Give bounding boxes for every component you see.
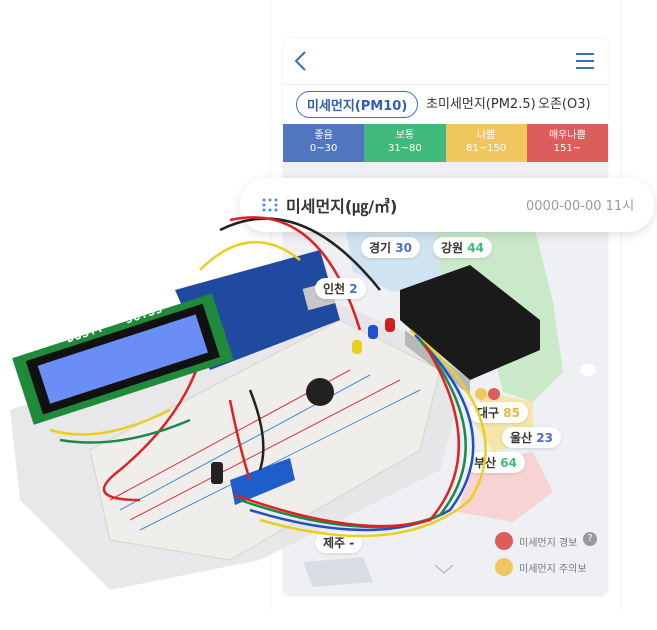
region-value: 2 [349, 282, 358, 296]
dots-icon [262, 198, 278, 212]
datetime: 0000-00-00 11시 [526, 199, 635, 214]
region-value: 44 [467, 241, 484, 255]
dust-sensor-case [400, 265, 540, 380]
level-good: 좋음 0~30 [283, 124, 365, 162]
region-name: 경기 [369, 241, 392, 255]
region-gyeonggi[interactable]: 경기 30 [361, 237, 420, 258]
level-label: 보통 [395, 130, 415, 141]
level-very-bad: 매우나쁨 151~ [526, 124, 608, 162]
tab-ozone[interactable]: 오존(O3) [538, 97, 591, 112]
region-incheon[interactable]: 인천 2 [315, 278, 366, 299]
level-range: 81~150 [466, 143, 507, 154]
lcd-module [12, 293, 234, 425]
region-jeju[interactable]: 제주 - [315, 532, 363, 553]
region-value: 23 [536, 431, 553, 445]
buzzer [306, 378, 334, 406]
region-name: 대구 [477, 406, 500, 420]
level-label: 매우나쁨 [548, 130, 586, 141]
region-name: 강원 [441, 241, 464, 255]
map-header-card: 미세먼지(㎍/㎥) 0000-00-00 11시 [240, 178, 654, 232]
capacitor [211, 462, 223, 484]
region-gangwon[interactable]: 강원 44 [433, 237, 492, 258]
legend-label: 미세먼지 주의보 [519, 563, 587, 575]
level-scale: 좋음 0~30 보통 31~80 나쁨 81~150 매우나쁨 151~ [283, 124, 608, 162]
bell-icon [495, 532, 513, 550]
tab-pm10[interactable]: 미세먼지(PM10) [296, 91, 419, 118]
led [368, 325, 378, 339]
region-name: 인천 [323, 282, 346, 296]
region-busan[interactable]: 부산 64 [466, 452, 525, 473]
region-name: 울산 [510, 431, 533, 445]
bell-icon [495, 558, 513, 576]
region-value: - [349, 536, 355, 550]
jumper-wires [49, 216, 487, 538]
level-range: 0~30 [309, 143, 338, 154]
top-bar [283, 38, 608, 84]
level-bad: 나쁨 81~150 [445, 124, 527, 162]
level-label: 나쁨 [476, 130, 496, 141]
region-value: 85 [503, 406, 520, 420]
level-label: 좋음 [314, 130, 333, 141]
chevron-down-icon[interactable] [433, 563, 455, 575]
legend-warning: 미세먼지 경보 [495, 532, 577, 550]
region-value: 64 [500, 456, 517, 470]
bell-icon [475, 388, 487, 400]
region-daegu[interactable]: 대구 85 [469, 402, 528, 423]
bell-icon [488, 388, 500, 400]
terminal-block [230, 458, 295, 505]
level-range: 31~80 [387, 143, 422, 154]
tab-pm25[interactable]: 초미세먼지(PM2.5) [426, 97, 536, 112]
back-icon[interactable] [293, 50, 309, 72]
help-icon[interactable]: ? [583, 532, 597, 546]
map-title: 미세먼지(㎍/㎥) [286, 197, 398, 216]
menu-icon[interactable] [575, 52, 595, 70]
legend-advisory: 미세먼지 주의보 [495, 558, 587, 576]
led [352, 340, 362, 354]
region-ulsan[interactable]: 울산 23 [502, 427, 561, 448]
legend-label: 미세먼지 경보 [519, 537, 578, 549]
region-value: 30 [395, 241, 412, 255]
level-range: 151~ [553, 143, 582, 154]
level-normal: 보통 31~80 [364, 124, 446, 162]
pollutant-tabs: 미세먼지(PM10) 초미세먼지(PM2.5) 오존(O3) [283, 84, 608, 124]
region-name: 제주 [323, 536, 346, 550]
led [385, 318, 395, 332]
